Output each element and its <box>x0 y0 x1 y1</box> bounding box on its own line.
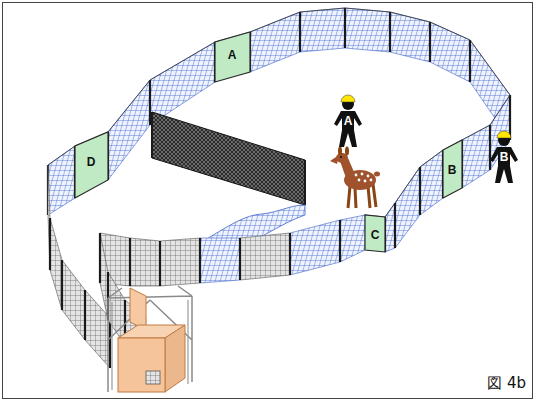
arena-fence <box>48 8 510 252</box>
worker-body <box>490 147 518 183</box>
deer <box>330 147 380 209</box>
fence-panel <box>462 125 490 188</box>
worker-figure: B <box>488 128 520 184</box>
deer-spots <box>355 173 373 183</box>
gate-letter: C <box>371 228 380 242</box>
fence-panel <box>48 146 75 215</box>
worker-letter: A <box>344 114 353 128</box>
figure-caption: 図 4b <box>487 374 526 392</box>
fence-panel <box>200 238 240 283</box>
gate-letter: D <box>87 155 96 169</box>
worker-helmet <box>497 131 511 138</box>
box-trap <box>108 286 192 392</box>
fence-panel <box>160 238 200 286</box>
fence-panel <box>420 150 443 215</box>
gate-letter: B <box>448 163 457 177</box>
fence-panel <box>100 233 108 320</box>
trap-scaffold <box>108 286 192 392</box>
deer-ear <box>338 147 342 156</box>
gate-fill <box>443 140 462 198</box>
barrier-post <box>152 112 305 205</box>
gate-fill <box>365 215 385 252</box>
fence-panel <box>300 8 345 52</box>
gate-letter: A <box>228 48 237 62</box>
deer-spot <box>370 179 373 182</box>
trap-front <box>118 338 165 392</box>
deer-spot <box>358 179 361 182</box>
deer-spot <box>364 180 367 183</box>
deer-spot <box>355 174 358 177</box>
fence-panel <box>50 218 62 310</box>
fence-panel <box>130 238 160 286</box>
gate-panel: A <box>215 32 250 82</box>
fence-panel <box>290 220 340 275</box>
deer-spot <box>361 173 364 176</box>
trap-side <box>165 325 185 392</box>
fence-panel <box>108 80 150 180</box>
fence-panel <box>150 42 215 125</box>
fence-post <box>48 8 510 252</box>
worker-letter: B <box>500 150 509 164</box>
fence-panel <box>345 8 390 52</box>
gate-fill <box>215 32 250 82</box>
worker-figure: A <box>332 92 364 148</box>
gate-fill <box>75 132 108 198</box>
fence-panel <box>240 233 290 280</box>
trap-scaffold <box>112 300 188 390</box>
trap-window <box>146 371 160 384</box>
fence-panel <box>395 167 420 248</box>
deer-eye <box>340 156 342 158</box>
fence-panel <box>250 12 300 72</box>
gate-panel: C <box>365 215 385 252</box>
dark-net-barrier <box>152 112 305 205</box>
trap-door <box>130 288 146 330</box>
figure-frame <box>3 3 533 399</box>
fence-panel <box>340 215 365 262</box>
worker-helmet <box>341 95 355 102</box>
fence-panel <box>62 260 85 340</box>
fence-panel <box>390 12 430 62</box>
deer-snout <box>330 155 339 164</box>
gate-panel: D <box>75 132 108 198</box>
fence-panel <box>108 272 125 345</box>
fence-top-rail <box>48 8 510 217</box>
deer-ear <box>345 147 349 156</box>
deer-spot <box>367 175 370 178</box>
deer-tail <box>374 172 380 177</box>
worker-body <box>334 111 362 147</box>
gate-panel: B <box>443 140 462 198</box>
